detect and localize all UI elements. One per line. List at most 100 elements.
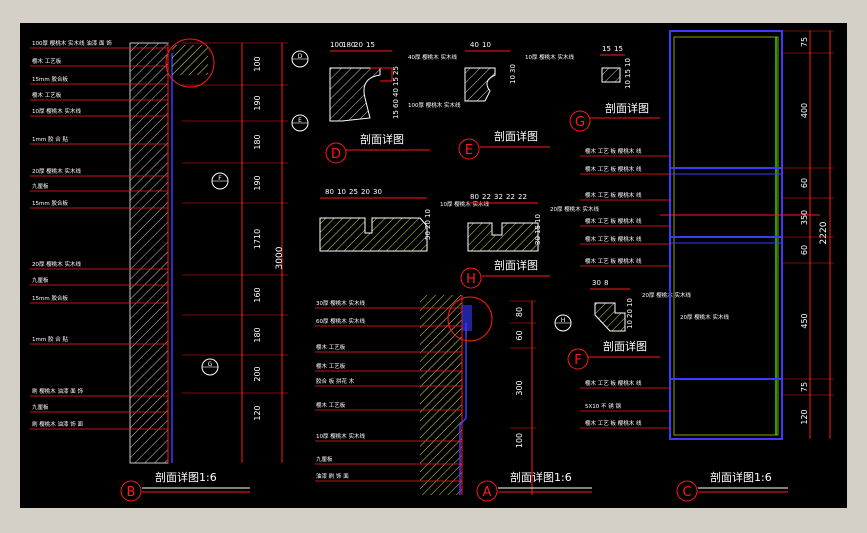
dim-detail_D: 25 bbox=[392, 66, 400, 75]
dim-b: 120 bbox=[253, 405, 262, 420]
note-b: 刷 樱桃木 油漆 面 饰 bbox=[32, 387, 83, 395]
dim-detail_G: 15 bbox=[624, 69, 632, 78]
dim-detail_panel1: 10 bbox=[424, 209, 432, 218]
note-b: 1mm 胶 合 贴 bbox=[32, 135, 68, 143]
title-e-letter: E bbox=[465, 143, 473, 158]
title-f-letter: F bbox=[574, 353, 581, 368]
note-a: 樱木 工艺板 bbox=[316, 401, 346, 409]
dim-detail_F: 10 bbox=[626, 320, 634, 329]
dim-a: 80 bbox=[515, 307, 524, 317]
title-a-text: 剖面详图1:6 bbox=[510, 470, 572, 484]
dim-detail_D: 100 bbox=[330, 41, 343, 49]
detail-f-profile bbox=[594, 302, 626, 332]
title-h-circle bbox=[460, 267, 482, 289]
dim-detail_panel1: 10 bbox=[337, 188, 346, 196]
dim-b: 190 bbox=[253, 95, 262, 110]
dim-detail_E: 10 bbox=[509, 75, 517, 84]
title-b-text: 剖面详图1:6 bbox=[155, 470, 217, 484]
panel2-profile bbox=[467, 222, 539, 252]
dim-b: 180 bbox=[253, 327, 262, 342]
panel-face-a bbox=[459, 323, 467, 495]
note-a: 油漆 刷 饰 面 bbox=[316, 472, 349, 480]
detail-d-profile bbox=[329, 67, 381, 122]
dim-detail_panel2: 22 bbox=[482, 193, 491, 201]
wall-hatch-b bbox=[129, 42, 169, 464]
dim-detail_D: 15 bbox=[392, 77, 400, 86]
note-c: 樱木 工艺 板 樱桃木 线 bbox=[585, 235, 642, 243]
dim-detail_D: 20 bbox=[354, 41, 363, 49]
dim-c: 60 bbox=[800, 178, 809, 188]
marker-b-letter: E bbox=[298, 117, 302, 124]
dim-b: 200 bbox=[253, 366, 262, 381]
dim-c: 450 bbox=[800, 313, 809, 328]
marker-b-letter: F bbox=[218, 175, 222, 182]
note-b: 樱木 工艺板 bbox=[32, 57, 62, 65]
title-e-text: 剖面详图 bbox=[494, 129, 538, 143]
title-c-text: 剖面详图1:6 bbox=[710, 470, 772, 484]
title-a-circle bbox=[476, 480, 498, 502]
dim-detail_D: 40 bbox=[392, 88, 400, 97]
dim-detail_F: 30 bbox=[592, 279, 601, 287]
note-b: 1mm 胶 合 贴 bbox=[32, 335, 68, 343]
dim-b-total: 3000 bbox=[275, 246, 285, 269]
note-c: 樱木 工艺 板 樱桃木 线 bbox=[585, 379, 642, 387]
dim-a: 60 bbox=[515, 330, 524, 340]
dim-c: 75 bbox=[800, 382, 809, 392]
dim-c-total: 2220 bbox=[819, 221, 829, 244]
dim-c: 75 bbox=[800, 37, 809, 47]
dim-b: 100 bbox=[253, 56, 262, 71]
dim-detail_panel1: 20 bbox=[361, 188, 370, 196]
title-h-text: 剖面详图 bbox=[494, 258, 538, 272]
dim-a: 100 bbox=[515, 433, 524, 448]
title-d-letter: D bbox=[331, 147, 341, 162]
dim-c: 120 bbox=[800, 409, 809, 424]
title-g-text: 剖面详图 bbox=[605, 101, 649, 115]
note-b: 10厚 樱桃木 实木线 bbox=[32, 107, 81, 115]
wall-hatch-a bbox=[420, 295, 462, 495]
dim-detail_D: 60 bbox=[392, 99, 400, 108]
note-b: 九厘板 bbox=[32, 403, 49, 411]
title-a-letter: A bbox=[483, 485, 492, 500]
callout-circle-top bbox=[165, 38, 215, 88]
note-a: 30厚 樱桃木 实木线 bbox=[316, 299, 365, 307]
panel1-profile bbox=[319, 217, 428, 252]
dim-detail_F: 20 bbox=[626, 309, 634, 318]
note-b: 15mm 胶合板 bbox=[32, 199, 68, 207]
title-b-letter: B bbox=[127, 485, 136, 500]
dim-b: 1710 bbox=[253, 229, 262, 249]
dim-detail_G: 15 bbox=[614, 45, 623, 53]
dim-detail_D: 15 bbox=[392, 110, 400, 119]
note-a: 樱木 工艺板 bbox=[316, 343, 346, 351]
title-h-letter: H bbox=[466, 272, 476, 287]
note-a: 胶合 板 拼花 木 bbox=[316, 377, 355, 385]
note-detail_panel1: 10厚 樱桃木 实木线 bbox=[440, 200, 489, 208]
note-detail_panel2: 20厚 樱桃木 实木线 bbox=[550, 205, 599, 213]
dim-detail_panel2: 80 bbox=[470, 193, 479, 201]
note-a: 樱木 工艺板 bbox=[316, 362, 346, 370]
dim-detail_F: 8 bbox=[604, 279, 608, 287]
title-b-circle bbox=[120, 480, 142, 502]
dim-detail_G: 10 bbox=[624, 58, 632, 67]
note-c: 樱木 工艺 板 樱桃木 线 bbox=[585, 191, 642, 199]
dim-detail_panel1: 50 bbox=[424, 231, 432, 240]
dim-c: 60 bbox=[800, 245, 809, 255]
dim-detail_panel1: 80 bbox=[325, 188, 334, 196]
title-d-text: 剖面详图 bbox=[360, 132, 404, 146]
note-b: 九厘板 bbox=[32, 276, 49, 284]
title-e-circle bbox=[458, 138, 480, 160]
note-b: 20厚 樱桃木 实木线 bbox=[32, 167, 81, 175]
dim-detail_E: 10 bbox=[482, 41, 491, 49]
title-g-letter: G bbox=[575, 115, 585, 130]
dim-detail_D: 15 bbox=[366, 41, 375, 49]
dim-detail_G: 10 bbox=[624, 80, 632, 89]
note-detail_D: 40厚 樱桃木 实木线 bbox=[408, 53, 457, 61]
